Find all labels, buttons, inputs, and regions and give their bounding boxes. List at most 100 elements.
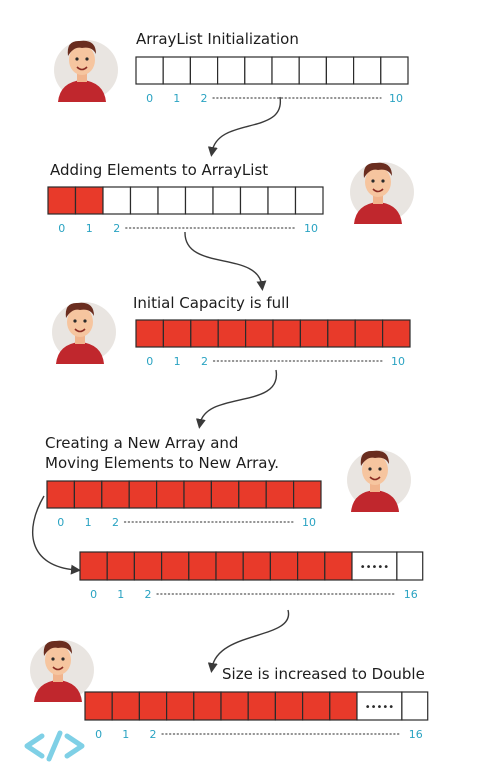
index-label: 1	[117, 588, 124, 601]
array-cell-filled	[162, 319, 192, 348]
array-cell-filled	[293, 480, 322, 509]
array-cell-empty	[244, 56, 273, 85]
array-cell-filled	[79, 551, 108, 581]
array-cell-filled	[210, 480, 240, 509]
array-cell-empty	[129, 186, 159, 215]
caption-capacity-full: Initial Capacity is full	[133, 294, 289, 312]
caption-creating-new-array-line-1: Creating a New Array and	[45, 434, 238, 452]
caption-creating-new-array-line-2: Moving Elements to New Array.	[45, 454, 279, 472]
array-full	[135, 319, 411, 348]
array-cell-filled	[106, 551, 135, 581]
array-new-larger: •••••	[79, 551, 424, 581]
index-label: 0	[90, 588, 97, 601]
array-cell-filled	[188, 551, 217, 581]
array-cell-filled	[215, 551, 244, 581]
array-cell-empty	[184, 186, 214, 215]
array-cell-filled	[247, 691, 276, 721]
array-index-labels: 0 1 2 16	[90, 588, 418, 601]
array-cell-empty	[380, 56, 409, 85]
index-label-last: 10	[302, 516, 316, 529]
index-label: 1	[174, 355, 181, 368]
index-label: 1	[86, 222, 93, 235]
array-two-elements	[47, 186, 324, 215]
array-cell-filled	[272, 319, 301, 348]
index-label: 2	[113, 222, 120, 235]
index-label: 0	[146, 355, 153, 368]
array-cell-empty	[189, 56, 219, 85]
array-cell-empty	[267, 186, 297, 215]
index-label-last: 10	[304, 222, 318, 235]
array-cell-empty	[212, 186, 242, 215]
index-label: 1	[122, 728, 129, 741]
array-cell-empty	[162, 56, 191, 85]
array-cell-filled	[111, 691, 140, 721]
array-cell-filled	[329, 691, 358, 721]
flow-arrow	[207, 96, 281, 157]
index-label: 2	[145, 588, 152, 601]
index-label-last: 16	[404, 588, 418, 601]
flow-arrow	[195, 369, 277, 429]
array-cell-filled	[220, 691, 249, 721]
array-cell-filled	[245, 319, 274, 348]
array-cell-empty	[157, 186, 187, 215]
array-cell-filled	[382, 319, 411, 348]
array-cell-empty	[271, 56, 300, 85]
array-cell-filled	[156, 480, 185, 509]
array-cell-empty	[353, 56, 382, 85]
array-cell-filled	[193, 691, 222, 721]
array-cell-empty	[217, 56, 246, 85]
array-cell-filled	[133, 551, 163, 581]
array-cell-filled	[166, 691, 195, 721]
array-cell-filled	[238, 480, 267, 509]
array-cell-empty	[396, 551, 424, 581]
array-cell-filled	[302, 691, 331, 721]
flow-arrow	[184, 231, 267, 291]
array-doubled: •••••	[84, 691, 429, 721]
index-label-last: 16	[409, 728, 423, 741]
index-label: 1	[85, 516, 92, 529]
caption-size-doubled: Size is increased to Double	[222, 665, 425, 683]
array-cell-filled	[128, 480, 158, 509]
array-cell-empty	[135, 56, 164, 85]
array-cell-filled	[354, 319, 384, 348]
character-avatar-icon	[53, 39, 119, 103]
array-cell-filled	[274, 691, 304, 721]
code-logo-icon	[24, 730, 85, 762]
array-cell-filled	[324, 551, 353, 581]
index-label: 2	[201, 92, 208, 105]
character-avatar-icon	[346, 449, 412, 513]
array-cell-empty	[102, 186, 132, 215]
index-label: 0	[57, 516, 64, 529]
array-cell-filled	[190, 319, 219, 348]
ellipsis-dots: •••••	[365, 702, 395, 713]
array-cell-filled	[138, 691, 168, 721]
caption-arraylist-initialization: ArrayList Initialization	[136, 30, 299, 48]
ellipsis-dots: •••••	[360, 562, 390, 573]
array-cell-filled	[297, 551, 326, 581]
copy-arrow	[32, 495, 81, 575]
index-label: 2	[150, 728, 157, 741]
array-cell-filled	[101, 480, 130, 509]
array-cell-filled	[46, 480, 75, 509]
index-label: 2	[201, 355, 208, 368]
array-cell-empty	[325, 56, 355, 85]
index-label-last: 10	[391, 355, 405, 368]
array-cell-filled	[161, 551, 190, 581]
caption-adding-elements: Adding Elements to ArrayList	[50, 161, 268, 179]
array-cell-empty	[239, 186, 269, 215]
array-cell-filled	[74, 186, 104, 215]
character-avatar-icon	[349, 161, 415, 225]
index-label: 0	[146, 92, 153, 105]
array-cell-filled	[84, 691, 113, 721]
array-cell-filled	[217, 319, 247, 348]
array-old-full	[46, 480, 322, 509]
index-label-last: 10	[389, 92, 403, 105]
array-cell-filled	[299, 319, 329, 348]
array-cell-filled	[265, 480, 295, 509]
